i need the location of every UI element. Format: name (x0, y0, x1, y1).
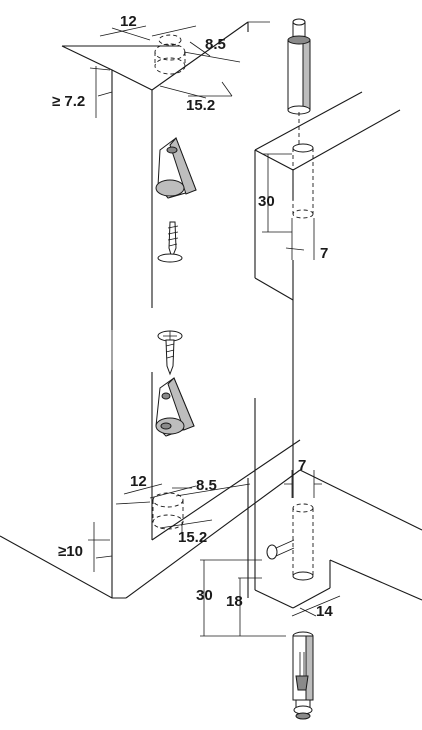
cabinet-side-panel (0, 21, 422, 601)
lower-cup-hole (152, 492, 184, 530)
lower-pin-hole-diameter-label: 7 (298, 457, 306, 474)
top-hinge-housing (155, 137, 197, 199)
lower-door-pin-hole (266, 470, 322, 581)
top-door-dimensions (262, 153, 315, 260)
top-hole-diameter-label: 12 (120, 13, 137, 30)
lower-hole-diameter-label: 12 (130, 473, 147, 490)
top-cup-hole (154, 34, 186, 75)
lower-screw (157, 330, 183, 376)
lower-hinge-housing (155, 377, 195, 437)
top-pin-hole-diameter-label: 7 (320, 245, 328, 262)
top-setback-label: 15.2 (186, 97, 215, 114)
lower-hole-depth-label: 8.5 (196, 477, 217, 494)
top-pin-hole-depth-label: 30 (258, 193, 275, 210)
top-dimensions (89, 25, 241, 118)
lower-edge-min-label: ≥10 (58, 543, 83, 560)
top-edge-min-label: ≥ 7.2 (52, 93, 85, 110)
edge-distance-label: 14 (316, 603, 333, 620)
lower-pin-hole-depth-label: 30 (196, 587, 213, 604)
lower-door-dimensions (200, 559, 341, 637)
door-panel (254, 91, 401, 609)
top-screw (157, 221, 183, 263)
top-door-pin-hole (292, 143, 314, 219)
bottom-pivot-pin (292, 631, 314, 720)
top-hole-depth-label: 8.5 (205, 36, 226, 53)
lower-dimensions (88, 483, 251, 572)
lower-setback-label: 15.2 (178, 529, 207, 546)
top-pivot-pin (287, 18, 311, 150)
pin-offset-label: 18 (226, 593, 243, 610)
